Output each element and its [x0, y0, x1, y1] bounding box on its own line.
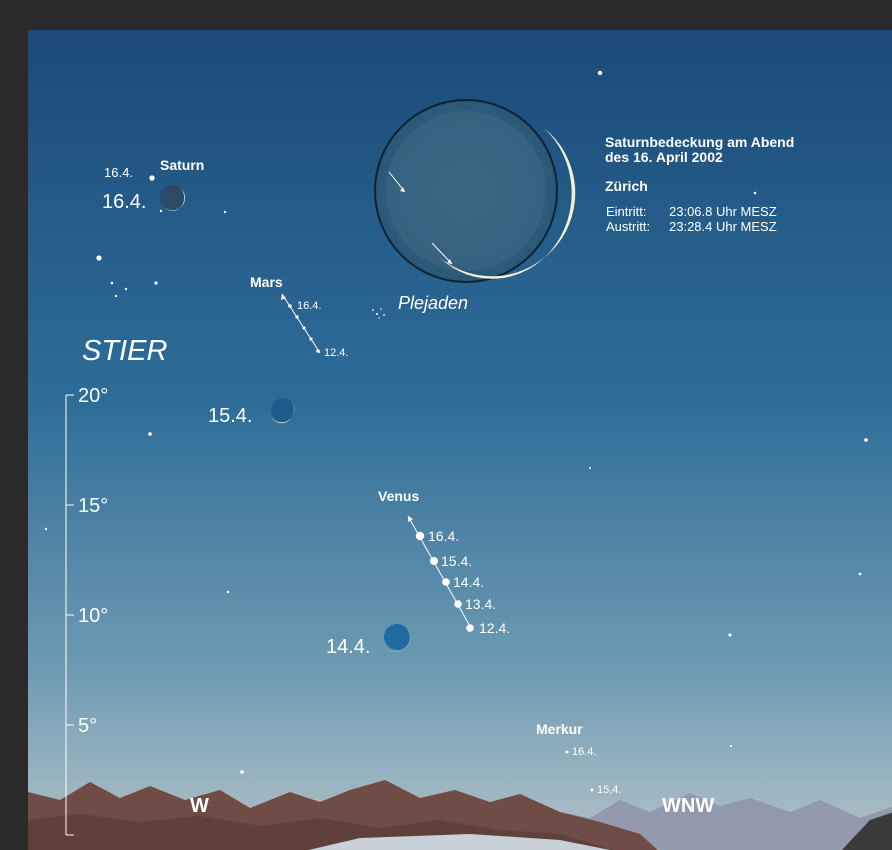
moon-date-15: 15.4.	[208, 405, 252, 427]
moon-15-4: 15.4.	[208, 398, 295, 427]
occultation-inset	[374, 99, 576, 283]
entry-time: 23:06.8 Uhr MESZ	[669, 204, 777, 219]
direction-wnw: WNW	[662, 795, 714, 817]
altitude-tick-label-10: 10°	[78, 605, 108, 627]
merkur: Merkur 16.4. 15.4.	[536, 721, 621, 796]
mars-date-12: 12.4.	[324, 347, 348, 359]
direction-w: W	[190, 795, 209, 817]
moon-inset-disc	[386, 111, 546, 271]
saturn: Saturn 16.4.	[104, 157, 204, 181]
location: Zürich	[605, 178, 648, 194]
saturn-exit-track	[431, 242, 453, 265]
mars: Mars 16.4. 12.4.	[250, 274, 348, 359]
lake	[308, 834, 610, 850]
merkur-label: Merkur	[536, 721, 583, 737]
exit-label: Austritt:	[606, 219, 650, 234]
moon-16-4: 16.4.	[102, 185, 185, 213]
merkur-date-16: 16.4.	[572, 746, 596, 758]
entry-label: Eintritt:	[606, 204, 646, 219]
pleiades-label: Plejaden	[398, 293, 468, 313]
altitude-tick-label-15: 15°	[78, 495, 108, 517]
moon-14-4: 14.4.	[326, 624, 411, 658]
saturn-label: Saturn	[160, 157, 204, 173]
altitude-scale: 20° 15° 10° 5°	[65, 385, 108, 836]
subtitle: des 16. April 2002	[605, 149, 723, 165]
venus-date-13: 13.4.	[465, 596, 496, 612]
moon-date-14: 14.4.	[326, 636, 370, 658]
venus-date-16: 16.4.	[428, 528, 459, 544]
exit-time: 23:28.4 Uhr MESZ	[669, 219, 777, 234]
mars-track	[281, 293, 321, 354]
altitude-tick-label-20: 20°	[78, 385, 108, 407]
constellation-label: STIER	[82, 335, 167, 367]
saturn-point	[149, 175, 155, 181]
mars-date-16: 16.4.	[297, 300, 321, 312]
background-stars	[44, 70, 868, 774]
venus-date-12: 12.4.	[479, 620, 510, 636]
foreground-cliff	[841, 812, 892, 850]
moon-date-16: 16.4.	[102, 191, 146, 213]
title: Saturnbedeckung am Abend	[605, 134, 794, 150]
venus-label: Venus	[378, 488, 419, 504]
venus-date-15: 15.4.	[441, 553, 472, 569]
saturn-date: 16.4.	[104, 165, 133, 180]
pleiades-cluster	[372, 308, 385, 319]
mars-label: Mars	[250, 274, 283, 290]
moon-crescent-14	[387, 628, 411, 653]
venus: Venus 16.4. 15.4. 14.4. 13.4. 12.4.	[378, 488, 510, 636]
altitude-tick-label-5: 5°	[78, 715, 97, 737]
merkur-date-15: 15.4.	[597, 784, 621, 796]
venus-date-14: 14.4.	[453, 574, 484, 590]
